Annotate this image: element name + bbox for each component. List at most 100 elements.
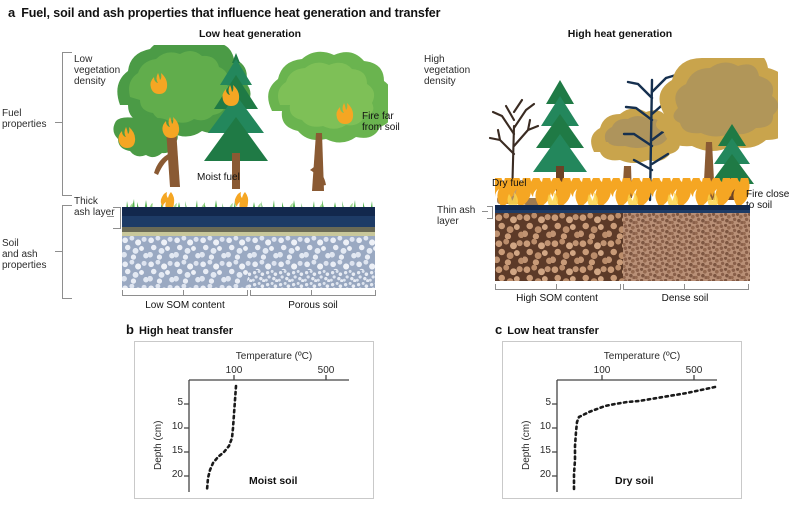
chart-c-y-ticks — [552, 403, 557, 477]
flame-icon — [495, 178, 750, 206]
bracket-thick-ash-tick — [107, 216, 114, 218]
ash-layer-mid — [122, 216, 375, 227]
label-porous-soil: Porous soil — [288, 300, 338, 311]
label-dense-soil: Dense soil — [661, 293, 709, 304]
label-fire-far-l2: from soil — [362, 122, 400, 133]
label-low-veg-density-l3: density — [74, 76, 106, 87]
label-low-som-content: Low SOM content — [145, 300, 225, 311]
label-thin-ash-l1: Thin ash — [437, 205, 476, 216]
chart-b-box: Temperature (ºC) 100 500 Depth (cm) 5 10… — [134, 341, 374, 499]
chart-b-plot — [184, 375, 349, 492]
chart-c-ytick-5: 5 — [545, 397, 551, 408]
left-soil-block — [122, 207, 375, 288]
bracket-thick-ash — [113, 207, 121, 229]
organic-band — [122, 227, 375, 232]
chart-c-plot — [552, 375, 717, 494]
flame-icon — [222, 85, 240, 106]
chart-b-ytick-10: 10 — [171, 421, 183, 432]
chart-c-xtick-100: 100 — [593, 365, 611, 376]
figure-title: Fuel, soil and ash properties that influ… — [21, 6, 441, 20]
chart-b-series-label: Moist soil — [249, 475, 298, 487]
chart-c-x-ticks — [601, 375, 695, 380]
right-vegetation-scene — [488, 58, 778, 202]
chart-b-title: High heat transfer — [138, 325, 234, 337]
right-scene-subtitle: High heat generation — [567, 28, 673, 40]
bracket-porous-soil — [250, 290, 376, 296]
label-fire-close-l2: to soil — [746, 200, 773, 211]
tree-deciduous-icon — [113, 45, 251, 187]
label-low-veg-density-l1: Low — [74, 54, 93, 65]
chart-b-title-row: b High heat transfer — [126, 322, 233, 337]
chart-b-ytick-5: 5 — [177, 397, 183, 408]
soil-high-som-layer — [495, 213, 623, 281]
bracket-soil-tick — [55, 251, 63, 253]
label-thin-ash-l2: layer — [437, 216, 459, 227]
chart-b-xtick-100: 100 — [225, 365, 243, 376]
label-soil-ash-l1: Soil — [2, 238, 19, 249]
chart-b-ytick-15: 15 — [171, 445, 183, 456]
figure-title-row: a Fuel, soil and ash properties that inf… — [8, 5, 441, 20]
bracket-porous-soil-tick — [311, 290, 313, 296]
bracket-dense-soil-tick — [684, 284, 686, 290]
label-soil-ash-l3: properties — [2, 260, 47, 271]
right-ground-fire-strip — [495, 178, 750, 206]
flame-icon — [336, 103, 354, 124]
label-high-veg-density-l3: density — [424, 76, 456, 87]
chart-c-box: Temperature (ºC) 100 500 Depth (cm) 5 10… — [502, 341, 742, 499]
label-high-som-content: High SOM content — [516, 293, 598, 304]
chart-c-xtick-500: 500 — [685, 365, 703, 376]
tree-conifer-icon — [533, 80, 587, 198]
label-fuel-properties-l2: properties — [2, 119, 47, 130]
chart-b-x-ticks — [233, 375, 327, 380]
soil-low-som-half — [122, 236, 248, 288]
chart-c-title: Low heat transfer — [507, 325, 599, 337]
left-vegetation-scene — [113, 45, 388, 191]
bracket-low-som — [122, 290, 248, 296]
bracket-high-som — [495, 284, 621, 290]
right-soil-block — [495, 205, 750, 281]
panel-letter-c: c — [495, 322, 503, 337]
ash-layer-mid — [495, 210, 750, 213]
chart-c-x-axis-title: Temperature (ºC) — [603, 351, 681, 362]
left-scene-subtitle: Low heat generation — [198, 28, 302, 40]
label-soil-ash-l2: and ash — [2, 249, 38, 260]
chart-c-series-dry-soil — [572, 385, 717, 494]
tree-deciduous-icon — [656, 58, 778, 200]
label-thick-ash-l2: ash layer — [74, 207, 115, 218]
bracket-soil-ash-properties — [62, 205, 72, 299]
panel-letter-b: b — [126, 322, 134, 337]
chart-b-y-ticks — [184, 403, 189, 477]
chart-b-x-axis-title: Temperature (ºC) — [235, 351, 313, 362]
soil-dense-layer — [623, 213, 750, 281]
chart-b-xtick-500: 500 — [317, 365, 335, 376]
flame-icon — [507, 192, 718, 206]
flame-icon — [162, 117, 180, 138]
chart-c-title-row: c Low heat transfer — [495, 322, 599, 337]
flame-icon — [118, 127, 136, 148]
chart-c-series-label: Dry soil — [615, 475, 654, 487]
label-high-veg-density-l1: High — [424, 54, 445, 65]
bracket-fuel-tick — [55, 122, 63, 124]
label-dry-fuel: Dry fuel — [492, 178, 527, 189]
bracket-dense-soil — [623, 284, 749, 290]
label-moist-fuel: Moist fuel — [197, 172, 240, 183]
label-fire-close-l1: Fire close — [746, 189, 790, 200]
ash-layer-dark — [495, 205, 750, 210]
label-high-veg-density-l2: vegetation — [424, 65, 471, 76]
label-fuel-properties-l1: Fuel — [2, 108, 22, 119]
chart-c-ytick-20: 20 — [539, 469, 551, 480]
bracket-fuel-properties — [62, 52, 72, 196]
organic-band-light — [122, 232, 375, 236]
bracket-high-som-tick — [556, 284, 558, 290]
label-low-veg-density-l2: vegetation — [74, 65, 121, 76]
panel-letter-a: a — [8, 5, 16, 20]
chart-b-series-moist-soil — [205, 384, 238, 492]
bracket-thin-ash — [487, 206, 493, 219]
bracket-low-som-tick — [183, 290, 185, 296]
bracket-thin-ash-tick — [482, 211, 488, 213]
label-fire-far-l1: Fire far — [362, 111, 394, 122]
ash-layer-dark — [122, 207, 375, 216]
chart-c-ytick-10: 10 — [539, 421, 551, 432]
chart-c-ytick-15: 15 — [539, 445, 551, 456]
